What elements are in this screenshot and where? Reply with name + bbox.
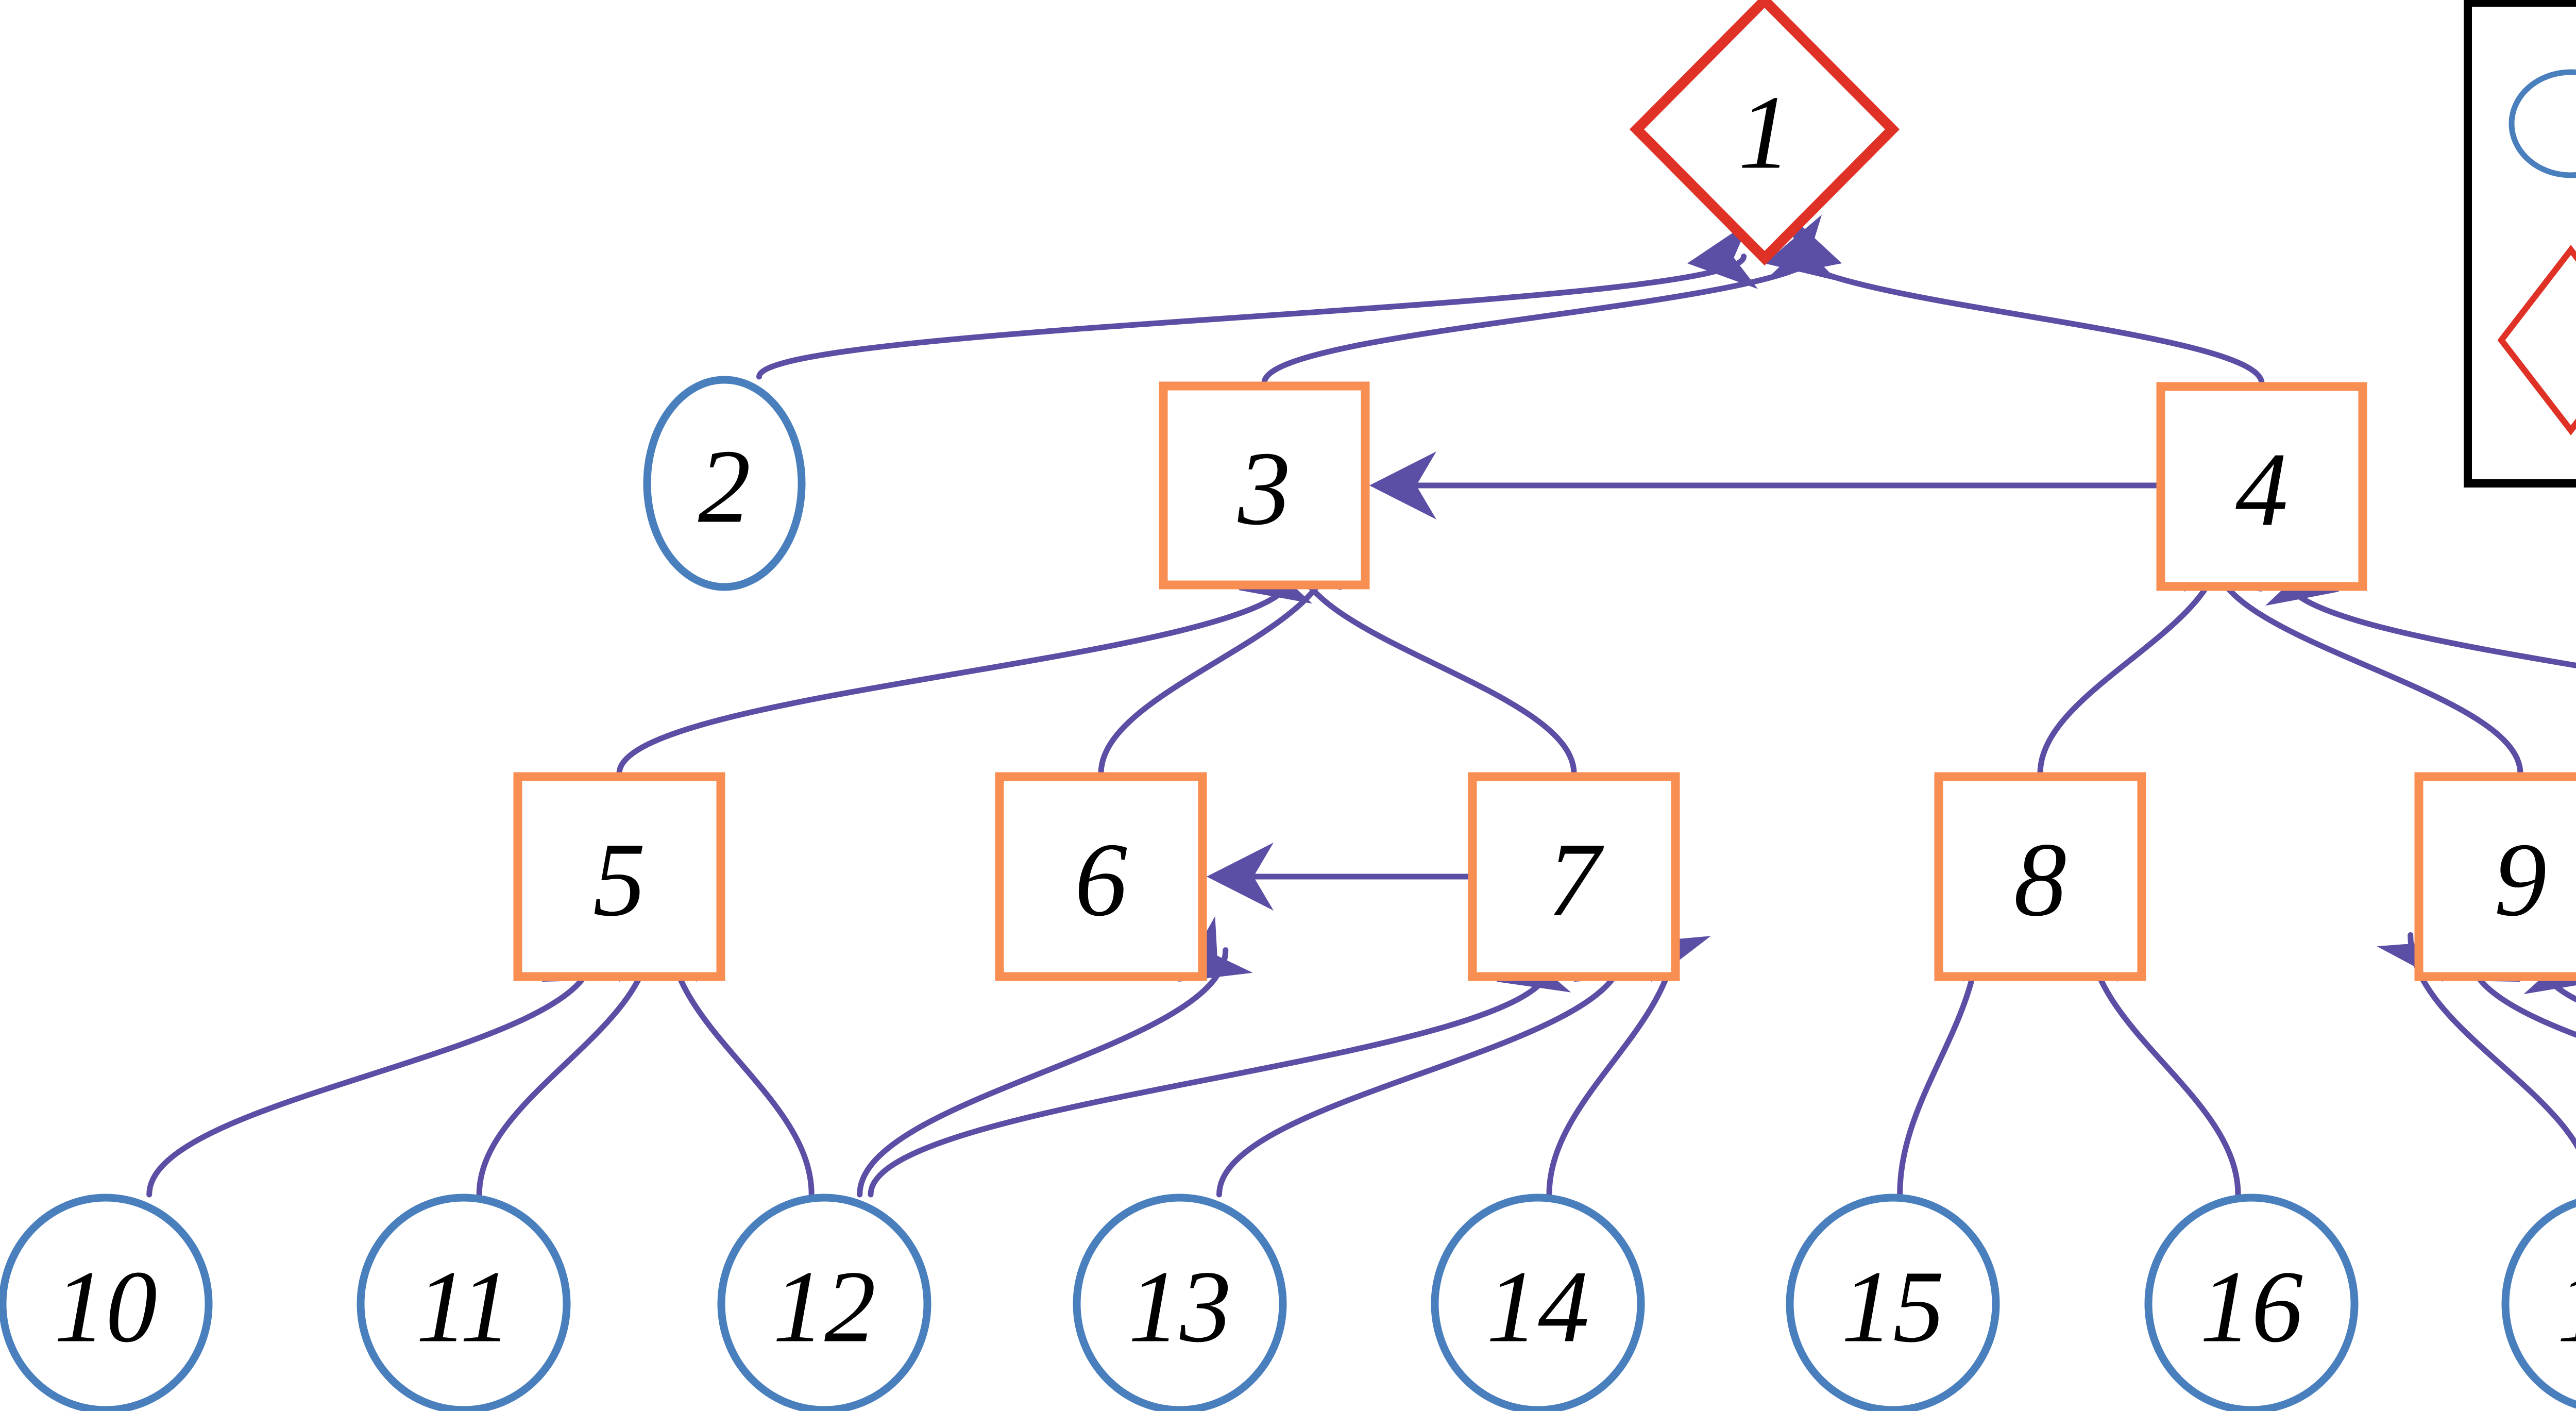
- node-4[interactable]: 4: [2156, 382, 2367, 591]
- node-label-1: 1: [1738, 74, 1791, 191]
- node-2[interactable]: 2: [643, 376, 806, 591]
- node-shape-diamond-1: [1629, 0, 1900, 266]
- node-label-14: 14: [1486, 1250, 1589, 1364]
- node-shape-square-5: [513, 772, 725, 981]
- node-8[interactable]: 8: [1934, 772, 2146, 981]
- node-shape-circle-13: [1073, 1194, 1287, 1411]
- node-shape-circle-2: [643, 376, 806, 591]
- legend-circle-icon: [2509, 69, 2576, 178]
- node-10[interactable]: 10: [0, 1194, 213, 1411]
- edge-13-to-7: [1216, 949, 1626, 1198]
- node-shape-circle-17: [2501, 1199, 2576, 1409]
- node-shape-square-6: [995, 772, 1207, 981]
- node-label-15: 15: [1841, 1250, 1944, 1364]
- legend-panel: Fundamental subsystemRoot subsystem: [2464, 0, 2576, 488]
- node-label-6: 6: [1075, 821, 1128, 938]
- node-shape-circle-11: [357, 1194, 571, 1411]
- edge-12-to-6: [857, 947, 1229, 1198]
- node-shape-circle-15: [1786, 1194, 2000, 1411]
- node-shape-circle-10: [0, 1194, 213, 1411]
- node-shape-square-7: [1468, 772, 1680, 981]
- edge-5-to-3: [616, 571, 1296, 777]
- node-15[interactable]: 15: [1786, 1194, 2000, 1411]
- node-shape-square-8: [1934, 772, 2146, 981]
- edge-4-to-1: [1784, 245, 2265, 387]
- node-12[interactable]: 12: [717, 1194, 931, 1411]
- node-13[interactable]: 13: [1073, 1194, 1287, 1411]
- node-shape-square-3: [1159, 381, 1370, 590]
- arrowhead-icon-7-6: [1207, 843, 1274, 911]
- node-label-5: 5: [593, 821, 646, 938]
- edge-7-to-3: [1294, 552, 1577, 777]
- node-14[interactable]: 14: [1431, 1194, 1645, 1411]
- node-shape-circle-14: [1431, 1194, 1645, 1411]
- node-label-7: 7: [1548, 821, 1604, 938]
- node-16[interactable]: 16: [2144, 1194, 2359, 1411]
- node-11[interactable]: 11: [357, 1194, 571, 1411]
- node-3[interactable]: 3: [1159, 381, 1370, 590]
- node-label-8: 8: [2014, 821, 2067, 938]
- node-label-11: 11: [416, 1250, 511, 1364]
- node-label-3: 3: [1238, 430, 1291, 547]
- node-6[interactable]: 6: [995, 772, 1207, 981]
- node-shape-circle-12: [717, 1194, 931, 1411]
- edge-2-to-1: [756, 254, 1747, 380]
- edges-layer: [146, 212, 2576, 1198]
- node-label-12: 12: [773, 1250, 876, 1364]
- node-shape-square-9: [2414, 772, 2576, 981]
- node-1[interactable]: 1: [1629, 0, 1900, 266]
- node-7[interactable]: 7: [1468, 772, 1680, 981]
- node-label-17: 17: [2557, 1250, 2576, 1364]
- node-label-16: 16: [2200, 1250, 2303, 1364]
- edge-19-to-9: [2540, 962, 2576, 1002]
- edge-20-to-4: [2281, 573, 2576, 668]
- node-shape-circle-16: [2144, 1194, 2359, 1411]
- node-shape-square-4: [2156, 382, 2367, 591]
- edge-18-to-9: [2467, 952, 2576, 1038]
- node-label-4: 4: [2235, 431, 2289, 548]
- node-label-2: 2: [698, 428, 751, 545]
- arrowhead-icon-4-3: [1369, 451, 1436, 519]
- node-label-9: 9: [2494, 821, 2547, 938]
- node-5[interactable]: 5: [513, 772, 725, 981]
- node-17[interactable]: 17: [2501, 1198, 2576, 1410]
- edge-12-to-7: [868, 960, 1554, 1198]
- node-label-10: 10: [54, 1250, 157, 1364]
- edge-10-to-5: [146, 951, 595, 1198]
- edge-9-to-4: [2212, 556, 2523, 777]
- arrowhead-icon-4-1: [1768, 212, 1842, 278]
- node-9[interactable]: 9: [2414, 772, 2576, 981]
- legend-diamond-icon: [2497, 245, 2576, 435]
- node-label-13: 13: [1128, 1250, 1231, 1364]
